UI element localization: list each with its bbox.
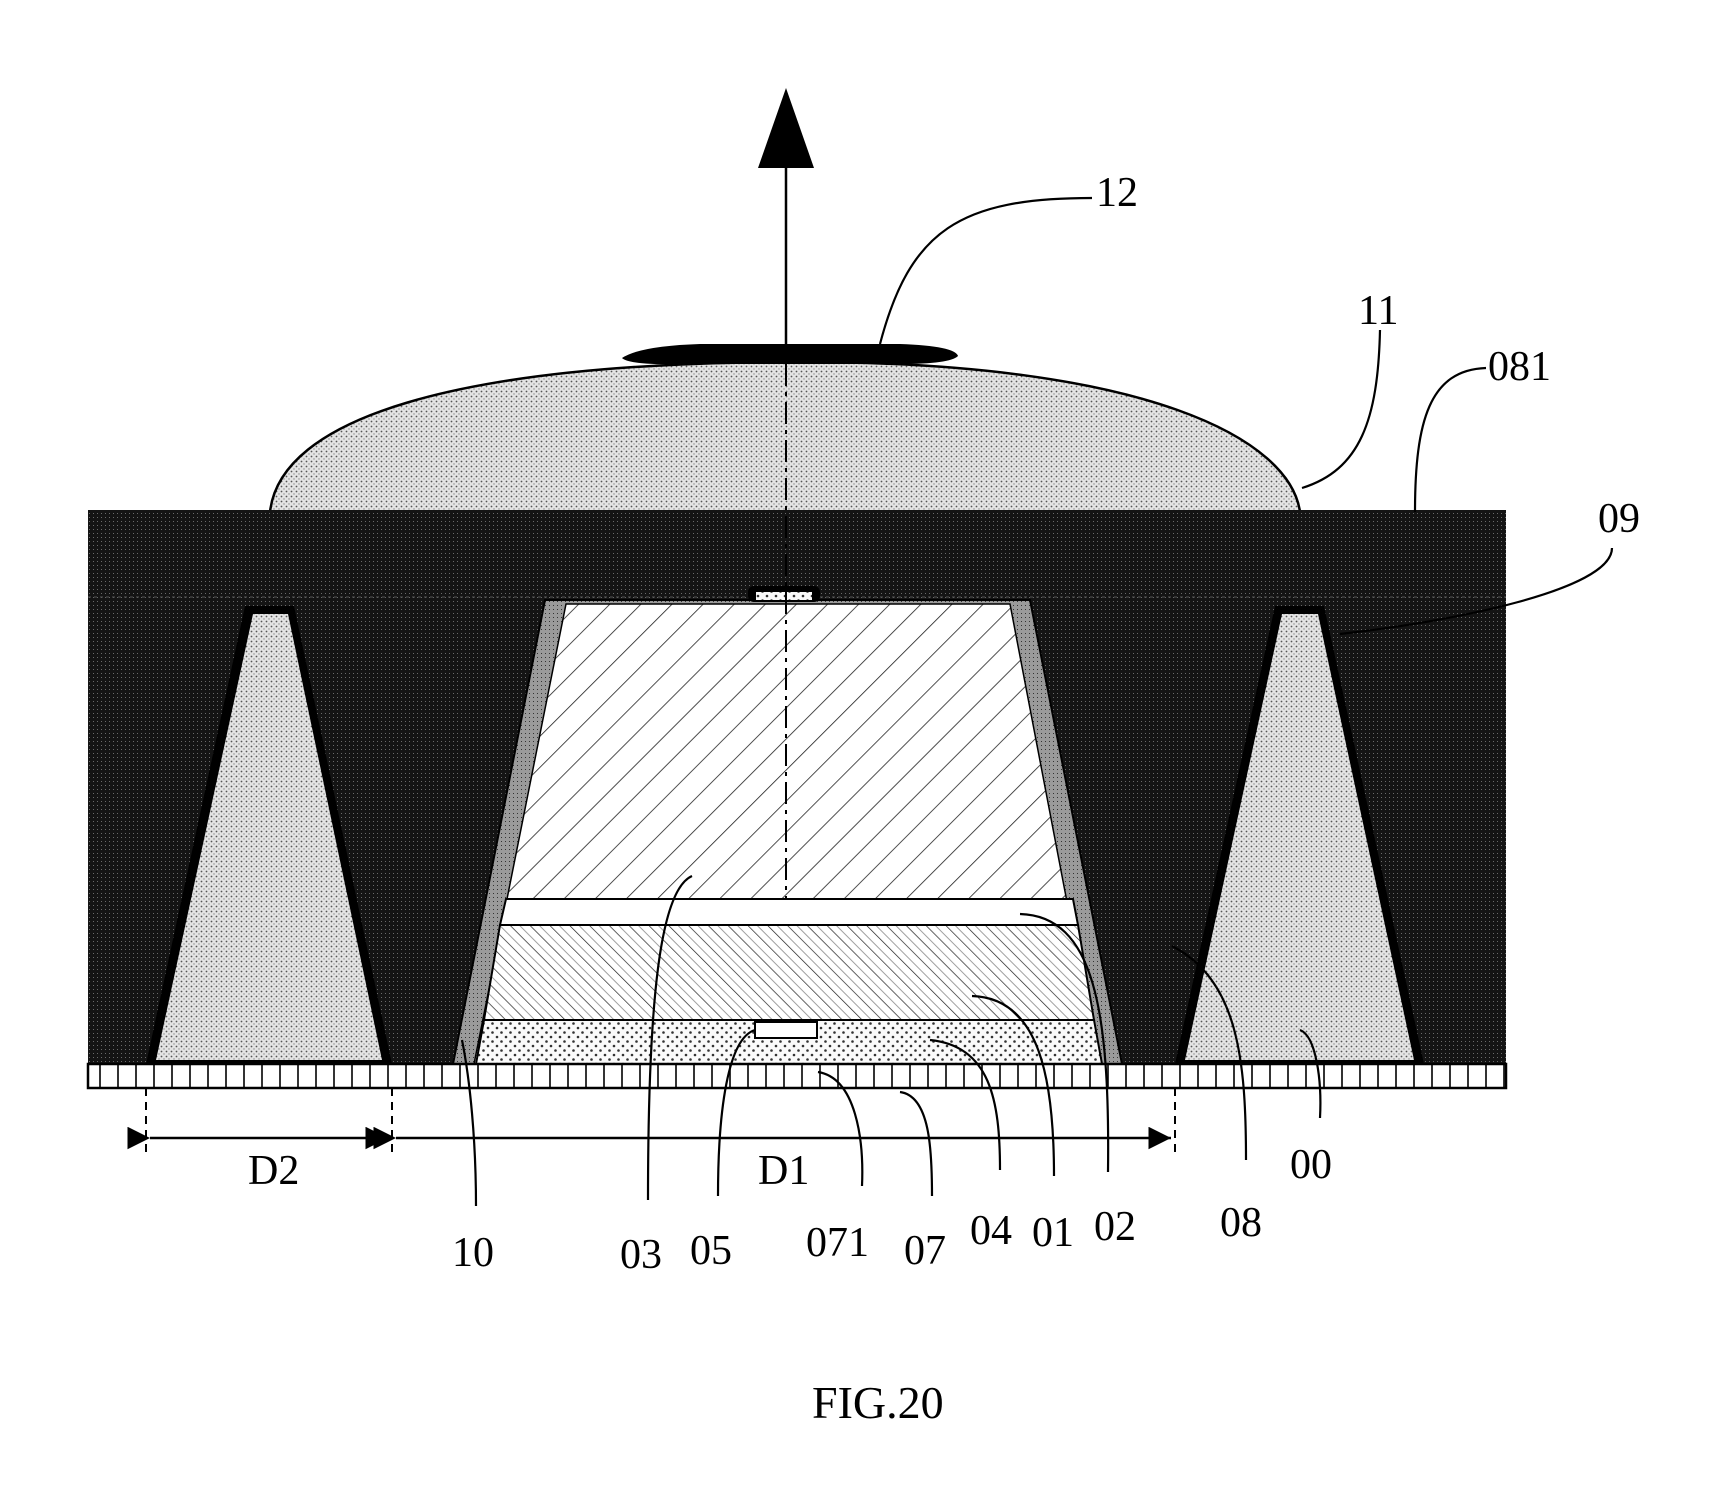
label-081: 081 <box>1488 344 1551 390</box>
label-04: 04 <box>970 1208 1012 1254</box>
substrate-ticks <box>99 1064 1505 1088</box>
leader-02 <box>1019 912 1110 1173</box>
label-01: 01 <box>1032 1210 1074 1256</box>
label-09: 09 <box>1598 496 1640 542</box>
leader-04 <box>929 1038 1002 1171</box>
label-10: 10 <box>452 1230 494 1276</box>
label-07: 07 <box>904 1228 946 1274</box>
label-00: 00 <box>1290 1142 1332 1188</box>
leader-03 <box>646 874 693 1201</box>
leader-05 <box>716 1028 756 1197</box>
leader-00 <box>1299 1028 1322 1119</box>
leader-12 <box>878 196 1093 345</box>
top-chip-inner <box>756 592 812 600</box>
label-d1: D1 <box>758 1148 809 1194</box>
leader-081 <box>1413 366 1487 513</box>
element-05 <box>754 1021 818 1039</box>
leader-09 <box>1339 547 1614 636</box>
leader-07 <box>899 1090 934 1197</box>
label-05: 05 <box>690 1228 732 1274</box>
left-light-fill <box>156 614 382 1060</box>
label-071: 071 <box>806 1220 869 1266</box>
figure-caption: FIG.20 <box>812 1377 944 1428</box>
top-element <box>622 344 958 365</box>
leader-11 <box>1301 329 1382 490</box>
label-02: 02 <box>1094 1204 1136 1250</box>
leader-lines <box>460 196 1614 1207</box>
layer-02 <box>498 898 1080 926</box>
right-light-fill <box>1185 614 1414 1060</box>
label-11: 11 <box>1358 288 1398 334</box>
leader-071 <box>817 1070 864 1187</box>
label-08: 08 <box>1220 1200 1262 1246</box>
emission-arrow-head <box>758 88 814 168</box>
label-d2: D2 <box>248 1148 299 1194</box>
substrate <box>86 1062 1508 1090</box>
label-03: 03 <box>620 1232 662 1278</box>
leader-01 <box>971 994 1056 1177</box>
leader-08 <box>1171 945 1248 1161</box>
label-12: 12 <box>1096 170 1138 216</box>
leader-10 <box>460 1039 478 1207</box>
layer-01 <box>482 924 1096 1021</box>
